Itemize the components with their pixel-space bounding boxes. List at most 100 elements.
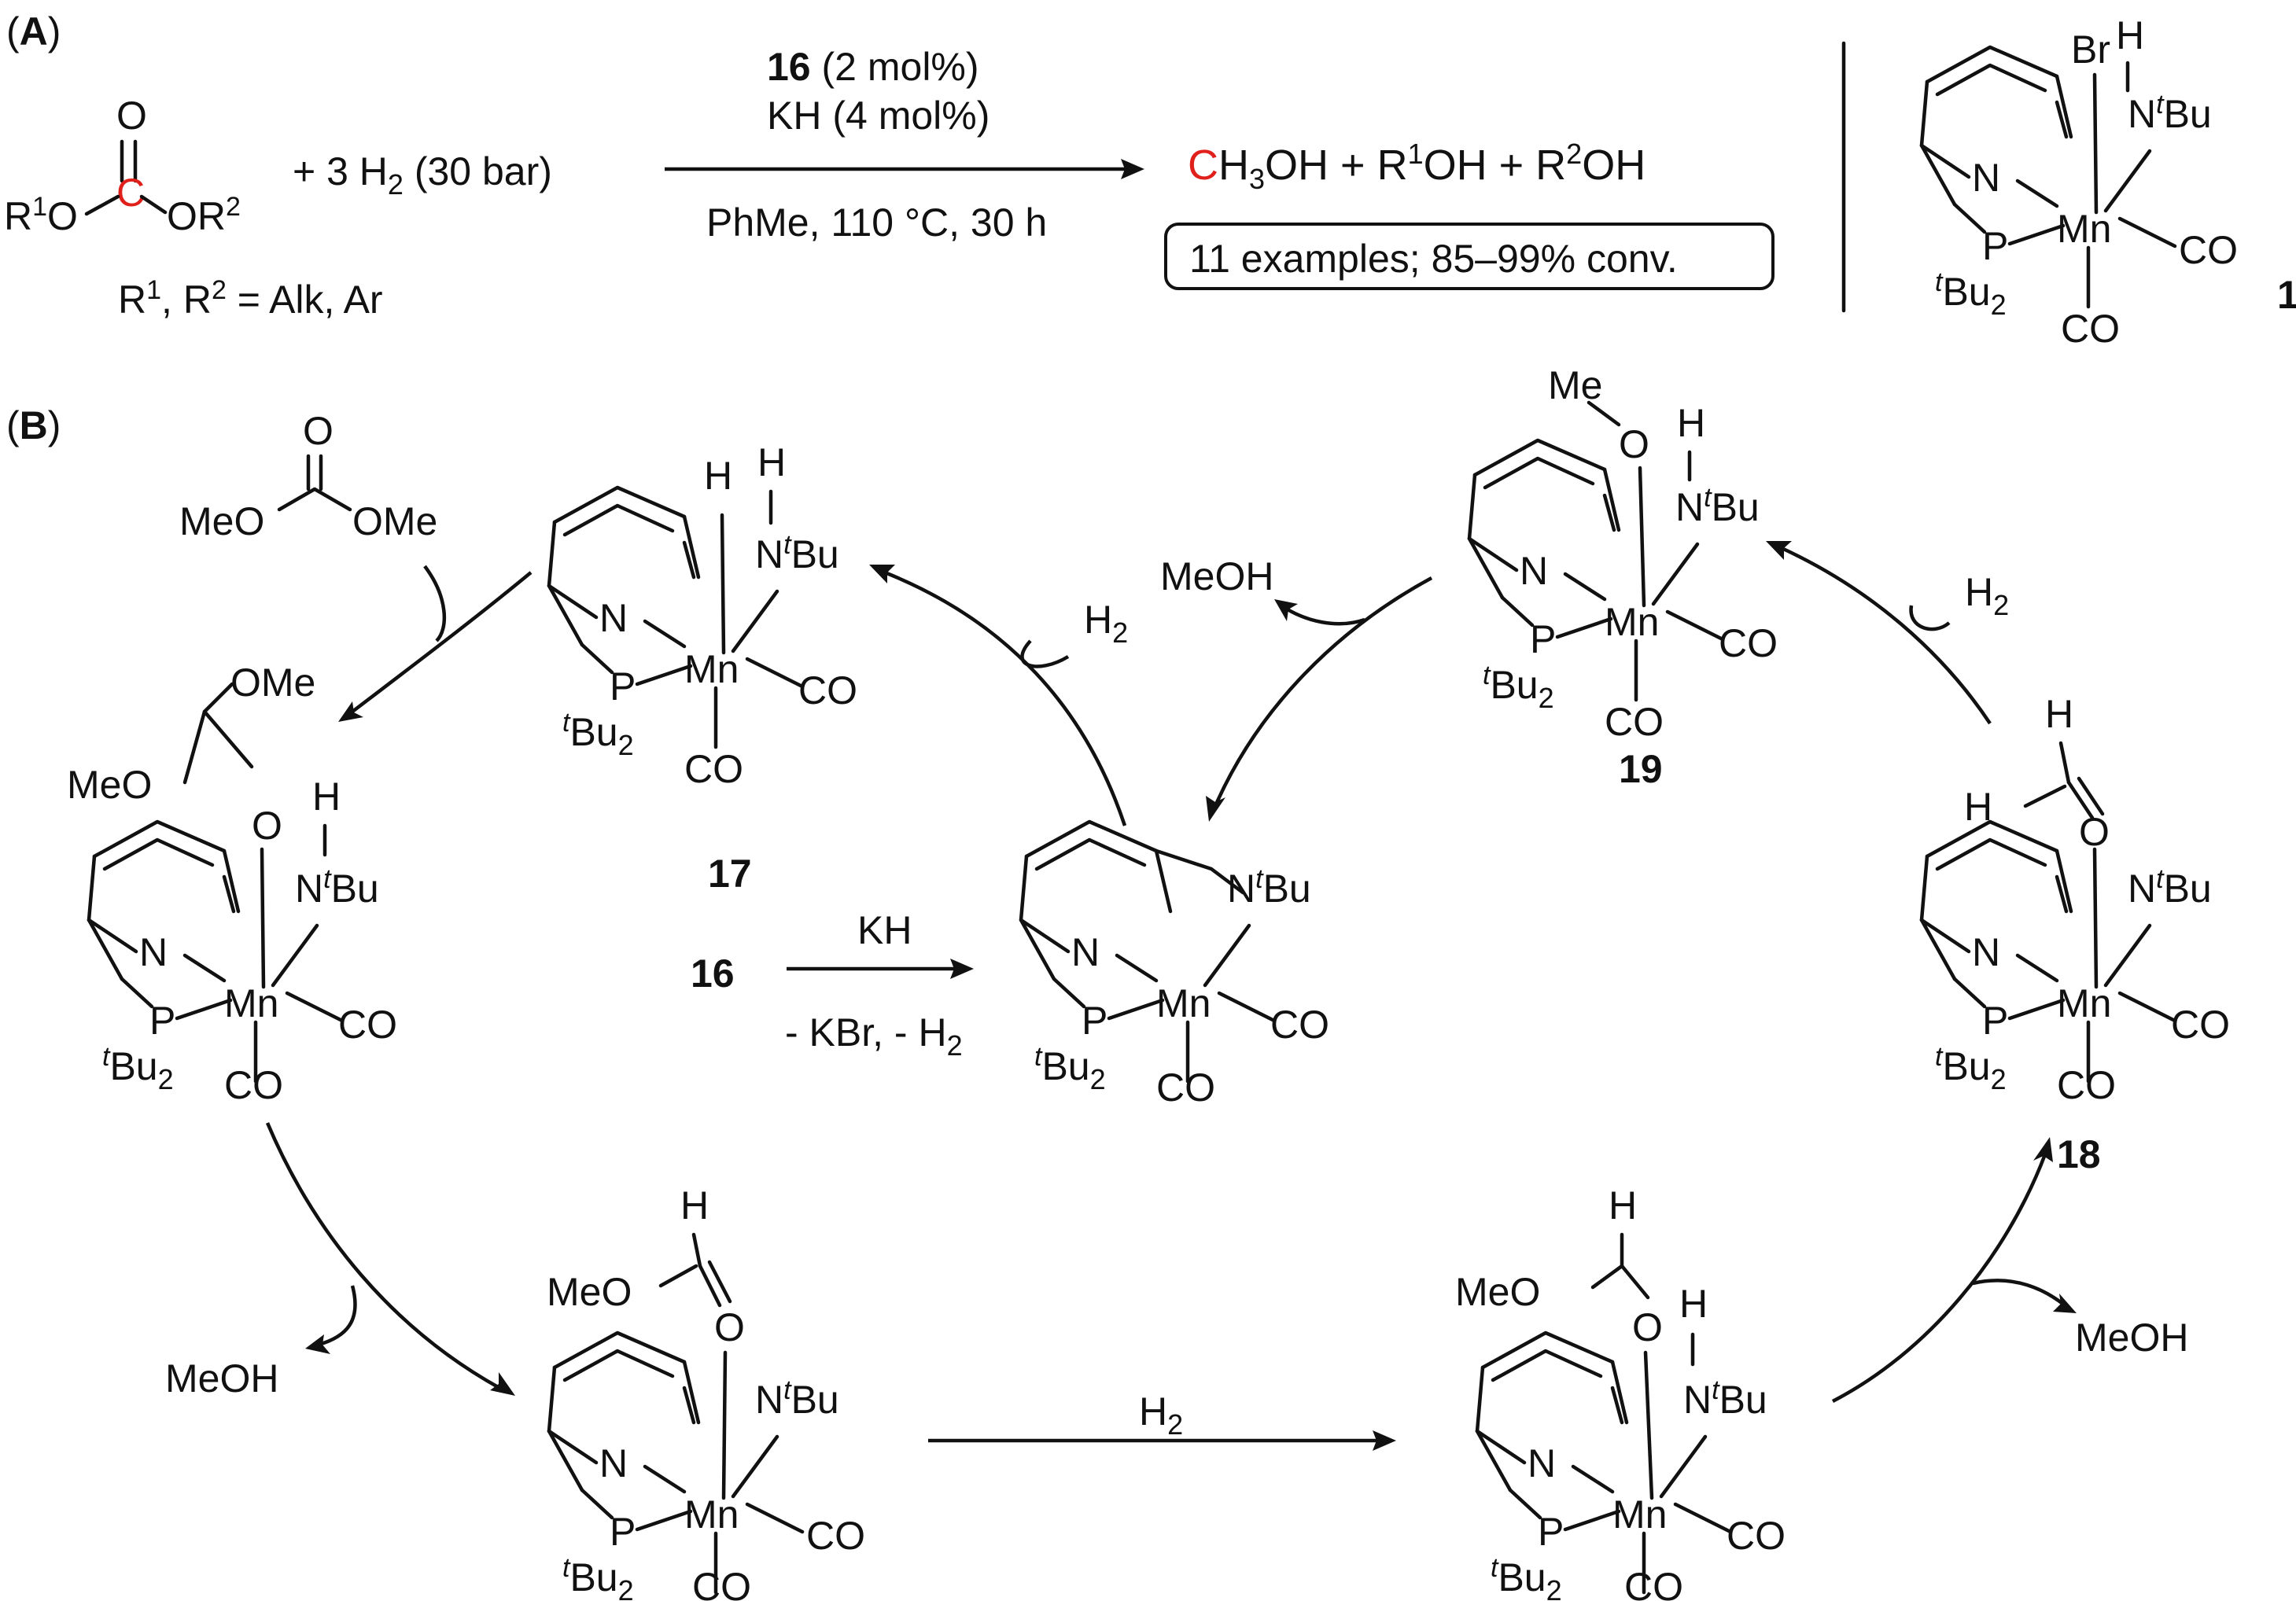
svg-text:P: P <box>1082 999 1107 1043</box>
svg-text:H: H <box>2116 13 2144 57</box>
svg-text:CO: CO <box>1156 1065 1215 1110</box>
svg-text:H2: H2 <box>1139 1389 1183 1441</box>
svg-text:O: O <box>1632 1305 1663 1349</box>
svg-text:Mn: Mn <box>1612 1492 1667 1537</box>
svg-text:tBu2: tBu2 <box>102 1042 174 1095</box>
svg-text:Mn: Mn <box>684 647 739 691</box>
svg-text:CH3OH + R1OH + R2OH: CH3OH + R1OH + R2OH <box>1188 138 1646 195</box>
complex-amido-active: N NtBu Mn P tBu2 CO CO <box>1019 819 1329 1110</box>
reaction-arrow-a: 16 (2 mol%) KH (4 mol%) PhMe, 110 °C, 30… <box>665 45 1144 245</box>
svg-text:H: H <box>312 775 341 819</box>
svg-text:CO: CO <box>2179 228 2238 272</box>
examples-box-text: 11 examples; 85–99% conv. <box>1189 237 1678 281</box>
svg-text:MeOH: MeOH <box>2075 1316 2188 1360</box>
svg-text:CO: CO <box>1624 1565 1683 1601</box>
svg-text:NtBu: NtBu <box>1227 864 1311 911</box>
complex-18: H H O N NtBu Mn P tBu2 CO CO 18 <box>1922 692 2230 1176</box>
svg-text:MeO: MeO <box>67 763 152 807</box>
arrow-18-to-19: H2 <box>1766 541 2009 725</box>
svg-text:H: H <box>2045 692 2073 736</box>
svg-text:NtBu: NtBu <box>1675 483 1760 529</box>
panel-label-a: (A) <box>6 9 61 53</box>
complex-17: H H N NtBu Mn P tBu2 CO CO 17 <box>549 440 857 896</box>
svg-text:MeO: MeO <box>1455 1270 1540 1314</box>
svg-text:16 (2 mol%): 16 (2 mol%) <box>767 45 979 89</box>
svg-text:C: C <box>116 171 145 215</box>
svg-text:18: 18 <box>2057 1132 2101 1176</box>
svg-text:KH: KH <box>857 908 912 952</box>
svg-text:MeOH: MeOH <box>165 1356 278 1400</box>
hydrogen-reagent: + 3 H2 (30 bar) <box>293 149 552 201</box>
svg-text:P: P <box>610 1510 636 1554</box>
arrow-alkoxide-to-formate: MeOH <box>165 1122 515 1400</box>
arrow-alkoxide-to-18: MeOH <box>1831 1137 2188 1403</box>
arrow-formate-h2: H2 <box>928 1389 1396 1451</box>
svg-text:CO: CO <box>2171 1003 2230 1047</box>
svg-text:O: O <box>252 804 282 848</box>
arrow-h2-to-17: H2 <box>869 565 1128 826</box>
svg-text:Mn: Mn <box>2057 981 2111 1025</box>
svg-text:O: O <box>2079 810 2110 854</box>
svg-text:Mn: Mn <box>224 981 278 1025</box>
dimethyl-carbonate: O MeO OMe <box>179 409 437 543</box>
svg-text:H: H <box>1679 1282 1708 1326</box>
complex-methyl-formate: H MeO O N NtBu Mn P tBu2 CO CO <box>547 1183 865 1601</box>
svg-text:H: H <box>757 440 786 484</box>
svg-text:NtBu: NtBu <box>755 1375 839 1422</box>
svg-text:CO: CO <box>338 1003 397 1047</box>
svg-text:N: N <box>1972 156 2000 200</box>
svg-text:MeOH: MeOH <box>1160 554 1273 598</box>
svg-text:O: O <box>303 409 334 453</box>
svg-text:N: N <box>1520 549 1548 593</box>
svg-text:CO: CO <box>1605 700 1664 744</box>
svg-text:NtBu: NtBu <box>755 530 839 576</box>
svg-text:CO: CO <box>798 668 857 712</box>
svg-text:P: P <box>1982 224 2008 268</box>
svg-text:H: H <box>680 1183 709 1227</box>
svg-text:CO: CO <box>1270 1003 1329 1047</box>
svg-text:CO: CO <box>1719 621 1778 665</box>
svg-text:Mn: Mn <box>684 1492 739 1537</box>
svg-text:PhMe, 110 °C, 30 h: PhMe, 110 °C, 30 h <box>706 201 1047 245</box>
svg-text:R1O: R1O <box>4 192 78 238</box>
svg-text:N: N <box>599 596 628 640</box>
svg-text:CO: CO <box>692 1565 751 1601</box>
svg-text:tBu2: tBu2 <box>1491 1553 1562 1601</box>
svg-text:NtBu: NtBu <box>2128 864 2212 911</box>
svg-text:MeO: MeO <box>547 1270 632 1314</box>
carbonate-reactant: O C R1O OR2 R1, R2 = Alk, Ar <box>4 94 383 322</box>
svg-text:N: N <box>599 1441 628 1485</box>
svg-text:OMe: OMe <box>352 499 437 543</box>
svg-text:Me: Me <box>1548 363 1602 407</box>
svg-text:N: N <box>139 930 168 974</box>
svg-text:H: H <box>704 454 732 498</box>
svg-text:H: H <box>1677 401 1705 445</box>
svg-text:OMe: OMe <box>230 661 315 705</box>
svg-text:O: O <box>1619 422 1649 466</box>
svg-text:H: H <box>1609 1183 1637 1227</box>
svg-text:Mn: Mn <box>1605 600 1659 644</box>
svg-text:P: P <box>149 999 175 1043</box>
svg-text:tBu2: tBu2 <box>1935 267 2007 321</box>
svg-text:R1, R2 = Alk, Ar: R1, R2 = Alk, Ar <box>118 275 383 322</box>
svg-text:MeO: MeO <box>179 499 264 543</box>
complex-19: Me O H N NtBu Mn P tBu2 CO CO 19 <box>1469 363 1778 791</box>
svg-text:O: O <box>714 1305 745 1349</box>
svg-text:16: 16 <box>691 951 735 996</box>
svg-text:CO: CO <box>1727 1514 1786 1558</box>
arrow-19-to-amido: MeOH <box>1160 554 1433 822</box>
svg-text:16: 16 <box>2277 273 2296 317</box>
svg-text:NtBu: NtBu <box>2128 90 2212 136</box>
svg-text:Mn: Mn <box>1156 981 1211 1025</box>
svg-text:tBu2: tBu2 <box>1034 1042 1106 1095</box>
svg-text:tBu2: tBu2 <box>1935 1042 2007 1095</box>
svg-text:Br: Br <box>2071 28 2110 72</box>
complex-dimethoxymethoxide: OMe MeO O H N NtBu Mn P tBu2 CO CO <box>67 661 397 1107</box>
svg-text:P: P <box>1538 1510 1564 1554</box>
svg-text:17: 17 <box>708 852 752 896</box>
svg-text:tBu2: tBu2 <box>1483 661 1554 714</box>
svg-text:CO: CO <box>806 1514 865 1558</box>
svg-text:KH (4 mol%): KH (4 mol%) <box>767 94 990 138</box>
svg-text:Mn: Mn <box>2057 207 2111 251</box>
